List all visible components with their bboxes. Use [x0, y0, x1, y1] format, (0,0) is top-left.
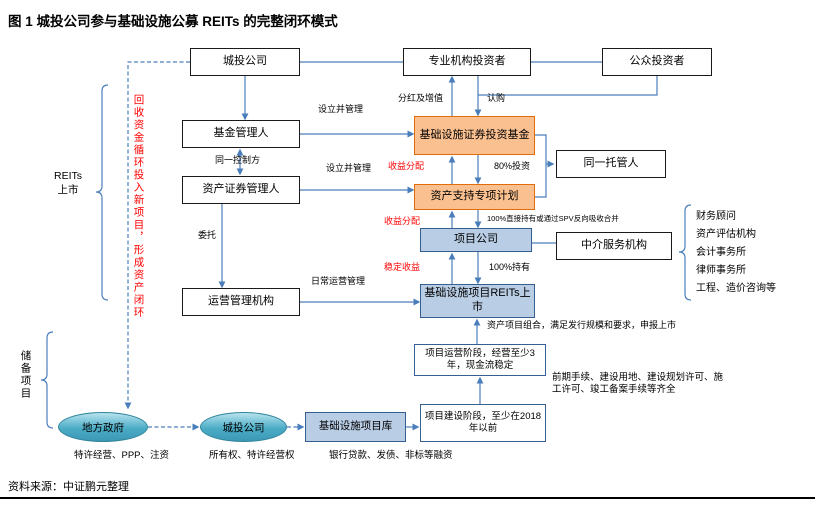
node-infra-fund: 基础设施证券投资基金: [414, 116, 535, 155]
node-local-government: 地方政府: [58, 412, 148, 442]
label-entrust: 委托: [198, 230, 217, 240]
intermediary-item: 律师事务所: [696, 265, 746, 276]
figure-title: 图 1 城投公司参与基础设施公募 REITs 的完整闭环模式: [8, 14, 338, 29]
label-daily-operation: 日常运营管理: [311, 276, 366, 286]
label-income-distribution-1: 收益分配: [388, 161, 425, 171]
label-invest-80pct: 80%投资: [494, 161, 531, 171]
node-abs-plan: 资产支持专项计划: [414, 184, 535, 210]
label-financing: 银行贷款、发债、非标等融资: [329, 450, 453, 461]
label-reits-listing-side: REITs 上市: [53, 170, 82, 196]
node-reits-listing: 基础设施项目REITs上市: [420, 284, 535, 318]
intermediary-item: 工程、造价咨询等: [696, 283, 776, 294]
label-prerequisites: 前期手续、建设用地、建设规划许可、施工许可、竣工备案手续等齐全: [552, 372, 724, 395]
node-chengtou-bottom: 城投公司: [200, 412, 287, 442]
node-chengtou-top: 城投公司: [190, 48, 300, 76]
label-capital-loop: 回收资金循环投入新项目，形成资产闭环: [132, 94, 145, 319]
node-project-library: 基础设施项目库: [305, 412, 406, 442]
node-operation-manager: 运营管理机构: [182, 288, 300, 316]
label-reserve-projects: 储备项目: [19, 350, 32, 400]
label-hold-100pct: 100%持有: [489, 262, 531, 272]
label-stable-income: 稳定收益: [384, 262, 421, 272]
label-same-controller: 同一控制方: [215, 155, 261, 165]
label-ownership-franchise: 所有权、特许经营权: [209, 450, 295, 461]
node-project-company: 项目公司: [420, 228, 532, 252]
label-asset-portfolio: 资产项目组合，满足发行规模和要求，申报上市: [487, 320, 677, 330]
label-setup-manage-fund: 设立并管理: [318, 104, 364, 114]
data-source: 资料来源：中证鹏元整理: [8, 481, 129, 493]
node-public-investors: 公众投资者: [602, 48, 712, 76]
intermediary-service-list: 财务顾问 资产评估机构 会计事务所 律师事务所 工程、造价咨询等: [696, 208, 776, 298]
label-spv-merge: 100%直接持有或通过SPV反向吸收合并: [487, 214, 619, 223]
node-operation-stage: 项目运营阶段，经营至少3年，现金流稳定: [414, 344, 546, 376]
label-income-distribution-2: 收益分配: [384, 216, 421, 226]
node-professional-investors: 专业机构投资者: [403, 48, 531, 76]
label-subscription: 认购: [487, 93, 506, 103]
node-intermediary: 中介服务机构: [556, 232, 672, 260]
intermediary-item: 财务顾问: [696, 211, 736, 222]
node-fund-manager: 基金管理人: [182, 120, 300, 148]
intermediary-item: 会计事务所: [696, 247, 746, 258]
label-dividend-appreciation: 分红及增值: [398, 93, 444, 103]
bottom-divider: [0, 497, 815, 499]
label-franchise-ppp: 特许经营、PPP、注资: [74, 450, 170, 461]
label-setup-manage-plan: 设立并管理: [326, 163, 372, 173]
node-abs-manager: 资产证券管理人: [182, 176, 300, 204]
intermediary-item: 资产评估机构: [696, 229, 756, 240]
node-construction-stage: 项目建设阶段，至少在2018年以前: [420, 404, 546, 442]
node-custodian: 同一托管人: [556, 150, 666, 178]
